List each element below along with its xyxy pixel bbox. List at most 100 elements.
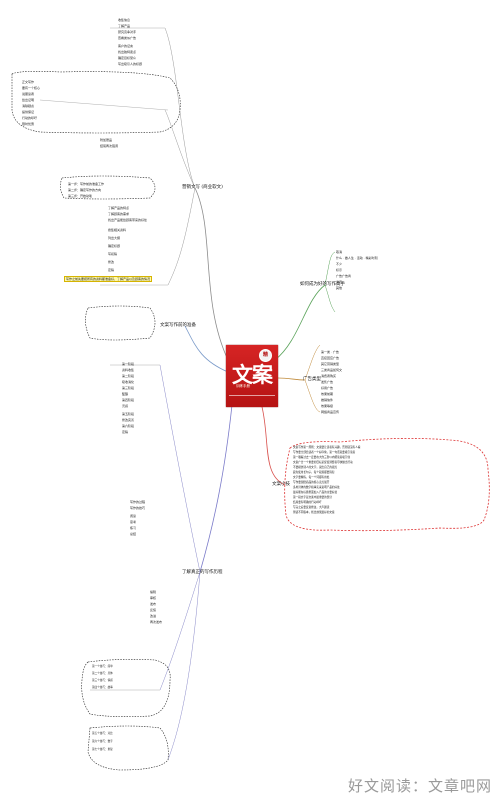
technique-item[interactable]: 第六个技巧：数字 — [92, 740, 113, 743]
left-top-item[interactable]: 行动的呼吁 — [22, 116, 38, 120]
left-bottom-item[interactable]: 练习 — [130, 526, 137, 530]
branch-right-bottom[interactable]: 文案小技 — [272, 482, 290, 487]
left-bottom-item[interactable]: 审核 — [150, 596, 157, 600]
right-top-item[interactable]: 不少 — [336, 262, 343, 266]
branch-line-left-bottom — [199, 404, 233, 573]
right-bottom-note: 文案写作第一原则：文案要让读者有兴趣，否则就没有人看 — [293, 446, 361, 449]
left-mid-item[interactable]: 第三步：开始动笔 — [68, 194, 93, 198]
left-top-item[interactable]: 提供保证 — [22, 110, 35, 114]
left-mid-item[interactable]: 第二步：确定写作的方向 — [68, 188, 102, 192]
right-mid-item[interactable]: 效果前期 — [321, 392, 334, 396]
left-top-item[interactable]: 结尾再次强调 — [100, 144, 119, 148]
left-bottom-item[interactable]: 第一阶段 — [122, 362, 135, 366]
left-bottom-item[interactable]: 改进 — [150, 614, 157, 618]
right-mid-item[interactable]: 效果等级 — [321, 404, 334, 408]
branch-left-bottom[interactable]: 了解真正的写作历程 — [182, 570, 223, 575]
left-top-item[interactable]: 给出证明 — [22, 98, 35, 102]
left-top-item[interactable]: 确定目标受众 — [118, 56, 137, 60]
branch-line-right-bottom — [261, 406, 286, 486]
right-mid-item[interactable]: 直接回应广告 — [321, 356, 340, 360]
left-bottom-item[interactable]: 写作的技巧 — [130, 506, 146, 510]
left-top-item[interactable]: 要有一个核心 — [22, 86, 41, 90]
right-bottom-note: 写作要围绕商品的核心卖点展开 — [293, 481, 330, 484]
book-badge: 精 — [259, 349, 272, 362]
right-mid-item[interactable]: 其它营销类型 — [321, 362, 340, 366]
right-top-item[interactable]: 标示 — [336, 268, 343, 272]
left-top-item[interactable]: 客户的证言 — [118, 44, 134, 48]
branch-left-top[interactable]: 营销文写 (商业软文) — [182, 185, 223, 190]
left-bottom-item[interactable]: 第三阶段 — [122, 386, 135, 390]
technique-item[interactable]: 第三个技巧：情感 — [92, 679, 113, 682]
branch-right-top[interactable]: 如何成为好的写作高手 — [300, 282, 345, 287]
branch-line-right-mid — [277, 377, 306, 381]
left-top-item[interactable]: 了解产品 — [118, 24, 131, 28]
book-title: 文案 — [232, 362, 273, 387]
left-top-item[interactable]: 写出吸引人的标题 — [118, 62, 143, 66]
right-bottom-note: 写完之后要反复修改，大声朗读 — [293, 506, 330, 509]
left-mid-item[interactable]: 列出大纲 — [108, 236, 121, 240]
right-top-item[interactable]: 资讯 — [336, 280, 343, 284]
left-bottom-item[interactable]: 编辑 — [150, 590, 157, 594]
technique-item[interactable]: 第一个技巧：简单 — [92, 665, 113, 668]
left-top-item[interactable]: 消除疑虑 — [22, 104, 35, 108]
technique-item[interactable]: 第七个技巧：重复 — [92, 748, 113, 751]
left-bottom-item[interactable]: 灵感 — [122, 404, 129, 408]
right-top-item[interactable]: 广告广告商 — [336, 274, 352, 278]
center-book-cover[interactable]: 精 文案 训练手册 — [226, 345, 278, 407]
left-top-item[interactable]: 正文写作 — [22, 80, 35, 84]
left-top-item[interactable]: 说服读者 — [22, 92, 35, 96]
left-bottom-item[interactable]: 酝酿 — [122, 392, 129, 396]
left-bottom-item[interactable]: 总结 — [130, 532, 137, 536]
left-bottom-item[interactable]: 定稿 — [122, 430, 129, 434]
left-bottom-item[interactable]: 第二阶段 — [122, 374, 135, 378]
right-mid-item[interactable]: 网络商品宣传 — [321, 410, 340, 414]
left-bottom-item[interactable]: 再次发布 — [150, 620, 163, 624]
left-bottom-item[interactable]: 第四阶段 — [122, 398, 135, 402]
technique-item[interactable]: 第四个技巧：故事 — [92, 686, 113, 689]
left-bottom-item[interactable]: 吸收消化 — [122, 380, 135, 384]
left-mid-item[interactable]: 第一步：写作前的准备工作 — [68, 182, 105, 186]
left-mid-item[interactable]: 找出产品能给顾客带来的好处 — [108, 218, 148, 222]
right-mid-item[interactable]: 第一类 · 广告 — [321, 350, 339, 354]
right-mid-item[interactable]: 推销信件 — [321, 398, 334, 402]
left-bottom-item[interactable]: 阅读 — [130, 514, 137, 518]
left-top-item[interactable]: 收集信息 — [118, 18, 131, 22]
right-top-item[interactable]: 其他 — [336, 286, 343, 290]
branch-right-mid[interactable]: 广告类型 — [303, 377, 321, 382]
left-mid-item[interactable]: 写初稿 — [108, 252, 118, 256]
branch-left-mid[interactable]: 文案写作前的准备 — [160, 323, 196, 328]
branch-line-left-mid — [184, 325, 229, 373]
left-top-item[interactable]: 找出独特卖点 — [118, 50, 137, 54]
right-mid-item[interactable]: 消费者购买 — [321, 374, 337, 378]
left-bottom-item[interactable]: 资料收集 — [122, 368, 135, 372]
left-bottom-item[interactable]: 发布 — [150, 602, 157, 606]
left-top-item[interactable]: 附加赠品 — [100, 138, 113, 142]
left-bottom-group-frame-2 — [87, 725, 169, 771]
left-bottom-item[interactable]: 修改完善 — [122, 418, 135, 422]
left-bottom-item[interactable]: 写作的过程 — [130, 500, 146, 504]
left-mid-item[interactable]: 了解产品的特点 — [108, 206, 130, 210]
left-top-item[interactable]: 研究竞争对手 — [118, 30, 137, 34]
right-bottom-note: 第一段文字是文案中最重要的部分 — [293, 496, 332, 499]
left-mid-item[interactable]: 搜集相关资料 — [108, 228, 127, 232]
right-top-item[interactable]: 什么 · 做人生 · 活动 · 精彩时刻 — [336, 256, 378, 260]
left-mid-item[interactable]: 定稿 — [108, 268, 115, 272]
left-mid-item[interactable]: 了解顾客的需求 — [108, 212, 130, 216]
right-top-item[interactable]: 取消 — [336, 250, 343, 254]
left-top-item[interactable]: 限时优惠 — [22, 122, 35, 126]
left-bottom-item[interactable]: 思考 — [130, 520, 137, 524]
right-mid-item[interactable]: 好用广告 — [321, 386, 334, 390]
technique-item[interactable]: 第五个技巧：对比 — [92, 732, 113, 735]
left-mid-item[interactable]: 确定标题 — [108, 244, 121, 248]
right-bottom-note: 多用具体的数字和事实来说明产品的好处 — [293, 486, 340, 489]
left-bottom-item[interactable]: 第五阶段 — [122, 412, 135, 416]
branch-line-right-top — [274, 284, 326, 361]
technique-item[interactable]: 第二个技巧：具体 — [92, 672, 113, 675]
right-bottom-note: 文案广告一个重要的目标是促使消费者尽快做出行动 — [293, 461, 353, 464]
left-top-item[interactable]: 查看类似广告 — [118, 36, 137, 40]
left-mid-item[interactable]: 修改 — [108, 260, 115, 264]
right-mid-item[interactable]: 发售广告 — [321, 380, 334, 384]
left-bottom-item[interactable]: 反馈 — [150, 608, 157, 612]
left-bottom-item[interactable]: 第六阶段 — [122, 424, 135, 428]
right-mid-item[interactable]: 三类商品如何文 — [321, 368, 343, 372]
